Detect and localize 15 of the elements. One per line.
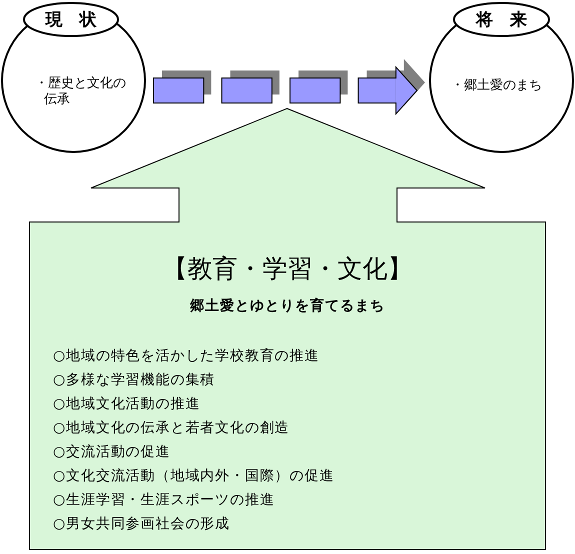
section-title: 【教育・学習・文化】 bbox=[162, 254, 412, 284]
list-item: ○交流活動の促進 bbox=[53, 444, 170, 461]
list-item: ○男女共同参画社会の形成 bbox=[53, 516, 230, 533]
list-item: ○地域文化活動の推進 bbox=[53, 396, 200, 413]
list-item: ○地域の特色を活かした学校教育の推進 bbox=[53, 348, 320, 365]
list-item: ○生涯学習・生涯スポーツの推進 bbox=[53, 492, 275, 509]
list-item: ○多様な学習機能の集積 bbox=[53, 372, 216, 389]
list-item: ○地域文化の伝承と若者文化の創造 bbox=[53, 420, 290, 437]
list-item: ○文化交流活動（地域内外・国際）の促進 bbox=[53, 468, 334, 485]
heading-label: 現 状 bbox=[46, 9, 96, 30]
heading-label: 将 来 bbox=[476, 9, 527, 30]
segmented-arrow bbox=[153, 59, 425, 114]
bullet-text: ・郷土愛のまち bbox=[451, 78, 543, 94]
bullet-text: ・歴史と文化の伝承 bbox=[35, 76, 127, 108]
subtitle: 郷土愛とゆとりを育てるまち bbox=[190, 298, 385, 315]
